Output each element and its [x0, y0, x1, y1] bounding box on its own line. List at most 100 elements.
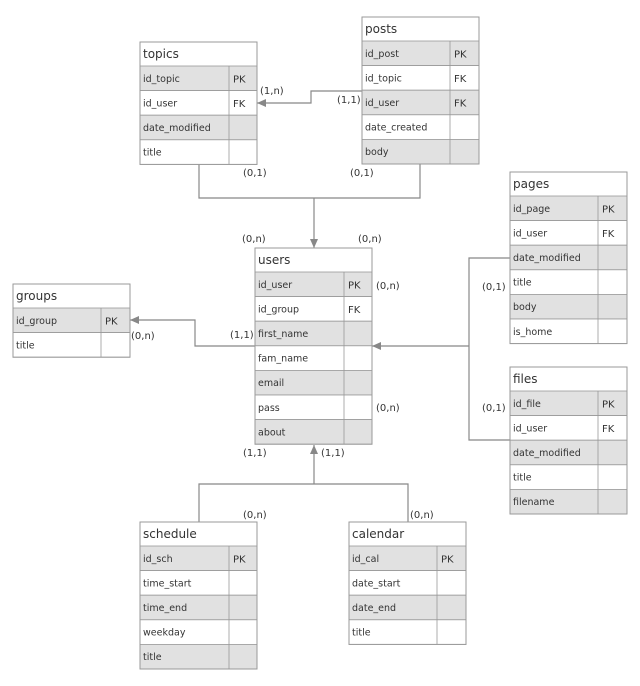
- table-users-field-3-name: fam_name: [258, 354, 308, 365]
- table-pages-row-5: [509, 318, 628, 345]
- table-files-field-1-key: FK: [602, 424, 615, 435]
- table-posts-field-4-name: body: [365, 147, 389, 158]
- table-posts-row-3: [361, 114, 480, 140]
- table-files-field-1-name: id_user: [513, 423, 547, 434]
- table-files-border: [509, 366, 628, 515]
- cardinality-label-2: (0,1): [243, 168, 267, 179]
- table-pages-field-0-key: PK: [602, 204, 615, 215]
- cardinality-label-13: (1,1): [243, 448, 267, 459]
- table-topics-field-0-name: id_topic: [143, 74, 180, 85]
- table-posts-field-2-name: id_user: [365, 98, 399, 109]
- table-schedule-field-3-name: weekday: [143, 628, 186, 639]
- table-pages-field-1-name: id_user: [513, 228, 547, 239]
- table-calendar-row-2: [348, 594, 467, 621]
- table-schedule-field-0-key: PK: [233, 554, 246, 565]
- cardinality-label-14: (0,n): [410, 510, 434, 521]
- table-calendar-row-0: [348, 545, 467, 572]
- table-calendar-field-2-name: date_end: [352, 603, 396, 614]
- table-pages-field-2-name: date_modified: [513, 253, 581, 264]
- table-users-field-4-name: email: [258, 378, 284, 389]
- table-groups-row-1: [12, 332, 131, 358]
- table-topics-title: topics: [143, 47, 179, 61]
- table-calendar-title: calendar: [352, 527, 404, 541]
- table-users-field-2-name: first_name: [258, 329, 308, 340]
- cardinality-label-7: (0,n): [131, 331, 155, 342]
- table-users-row-6: [254, 419, 373, 445]
- cardinality-label-8: (0,1): [482, 282, 506, 293]
- table-files-field-0-key: PK: [602, 399, 615, 410]
- table-files-row-2: [509, 439, 628, 466]
- table-users-field-5-name: pass: [258, 403, 280, 414]
- table-posts-title: posts: [365, 22, 397, 36]
- table-schedule-field-1-name: time_start: [143, 578, 192, 589]
- table-schedule-row-1: [139, 570, 258, 596]
- table-calendar-border: [348, 521, 467, 645]
- table-topics-field-3-name: title: [143, 148, 162, 159]
- table-topics-row-3: [139, 139, 258, 165]
- table-posts-row-4: [361, 138, 480, 165]
- table-files-field-3-name: title: [513, 473, 532, 484]
- table-posts-field-3-name: date_created: [365, 123, 427, 134]
- table-files-field-2-name: date_modified: [513, 448, 581, 459]
- table-pages-field-0-name: id_page: [513, 204, 550, 215]
- table-schedule-title: schedule: [143, 527, 197, 541]
- table-users-field-1-key: FK: [348, 305, 361, 316]
- table-schedule-row-0: [139, 545, 258, 572]
- table-pages-field-5-name: is_home: [513, 327, 552, 338]
- table-schedule-row-2: [139, 594, 258, 621]
- table-topics-field-0-key: PK: [233, 74, 246, 85]
- table-pages-row-4: [509, 293, 628, 320]
- table-posts-field-1-key: FK: [454, 74, 467, 85]
- table-files-field-0-name: id_file: [513, 399, 541, 410]
- table-posts-field-1-name: id_topic: [365, 73, 402, 84]
- table-users-border: [254, 247, 373, 445]
- table-pages-field-3-name: title: [513, 278, 532, 289]
- table-users-title: users: [258, 253, 290, 267]
- table-groups-field-0-name: id_group: [16, 316, 57, 327]
- table-users-field-1-name: id_group: [258, 304, 299, 315]
- table-users-field-0-name: id_user: [258, 280, 292, 291]
- table-schedule-field-4-name: title: [143, 652, 162, 663]
- cardinality-label-5: (0,n): [358, 234, 382, 245]
- table-topics-border: [139, 41, 258, 165]
- table-users-row-2: [254, 320, 373, 347]
- table-files-field-4-name: filename: [513, 497, 555, 508]
- cardinality-label-3: (0,n): [242, 234, 266, 245]
- table-posts-border: [361, 16, 480, 165]
- table-topics-field-1-name: id_user: [143, 98, 177, 109]
- table-posts-row-1: [361, 65, 480, 91]
- cardinality-label-12: (0,n): [243, 510, 267, 521]
- table-pages-field-1-key: FK: [602, 229, 615, 240]
- table-calendar-row-3: [348, 619, 467, 645]
- table-calendar-field-0-name: id_cal: [352, 554, 379, 565]
- table-calendar-field-0-key: PK: [441, 554, 454, 565]
- table-groups-field-0-key: PK: [105, 316, 118, 327]
- table-schedule-border: [139, 521, 258, 670]
- table-pages-border: [509, 171, 628, 345]
- cardinality-label-0: (1,1): [337, 95, 361, 106]
- table-posts-field-0-key: PK: [454, 49, 467, 60]
- table-groups-field-1-name: title: [16, 340, 35, 351]
- table-calendar-field-1-name: date_start: [352, 578, 401, 589]
- cardinality-label-4: (0,1): [350, 168, 374, 179]
- cardinality-labels: (1,1)(1,n)(0,1)(0,n)(0,1)(0,n)(1,1)(0,n)…: [131, 86, 506, 521]
- table-pages-field-4-name: body: [513, 302, 537, 313]
- table-posts-field-0-name: id_post: [365, 49, 399, 60]
- connector-0: [257, 90, 362, 107]
- table-files-title: files: [513, 372, 538, 386]
- cardinality-label-15: (1,1): [321, 448, 345, 459]
- connector-6: [198, 483, 409, 522]
- cardinality-label-10: (0,1): [482, 403, 506, 414]
- table-users-field-6-name: about: [258, 427, 286, 438]
- connector-3: [130, 316, 255, 347]
- table-groups-row-0: [12, 307, 131, 334]
- table-users-row-5: [254, 394, 373, 421]
- cardinality-label-11: (0,n): [376, 403, 400, 414]
